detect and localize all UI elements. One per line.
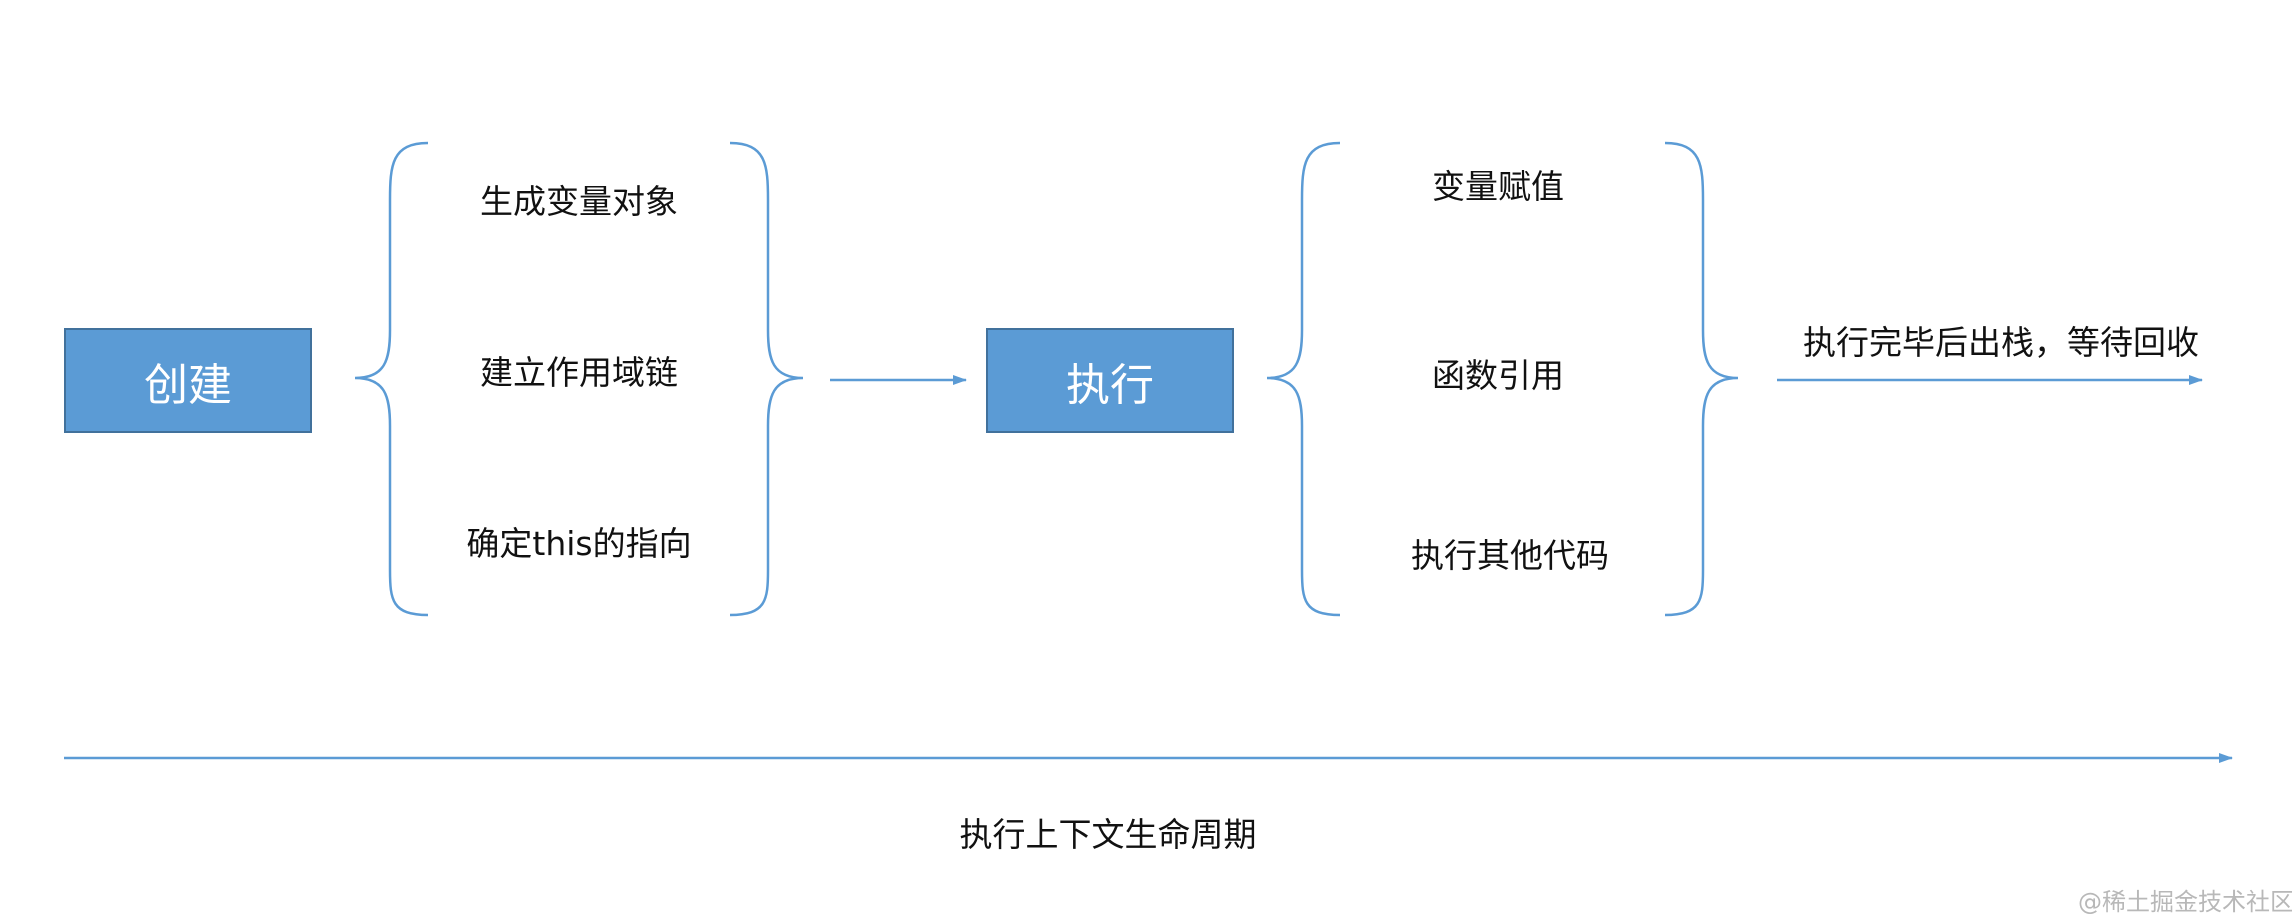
create-brace-right [729,141,804,617]
create-item-scope-chain: 建立作用域链 [480,353,678,392]
diagram-lines [64,141,2233,763]
execute-box: 执行 [986,328,1234,433]
execute-box-label: 执行 [1066,359,1154,411]
execute-brace-left [1266,141,1341,617]
create-item-this-binding: 确定this的指向 [466,524,692,563]
create-brace-left [354,141,429,617]
execute-item-variable-assignment: 变量赋值 [1432,167,1564,206]
watermark: @稀土掘金技术社区 [2078,888,2292,916]
create-item-variable-object: 生成变量对象 [480,182,678,221]
create-box-label: 创建 [144,359,232,411]
execute-brace-right [1664,141,1739,617]
exit-label: 执行完毕后出栈，等待回收 [1803,323,2199,362]
execute-item-function-reference: 函数引用 [1432,356,1564,395]
create-box: 创建 [64,328,312,433]
execute-item-other-code: 执行其他代码 [1411,536,1609,575]
timeline-label: 执行上下文生命周期 [959,815,1257,854]
